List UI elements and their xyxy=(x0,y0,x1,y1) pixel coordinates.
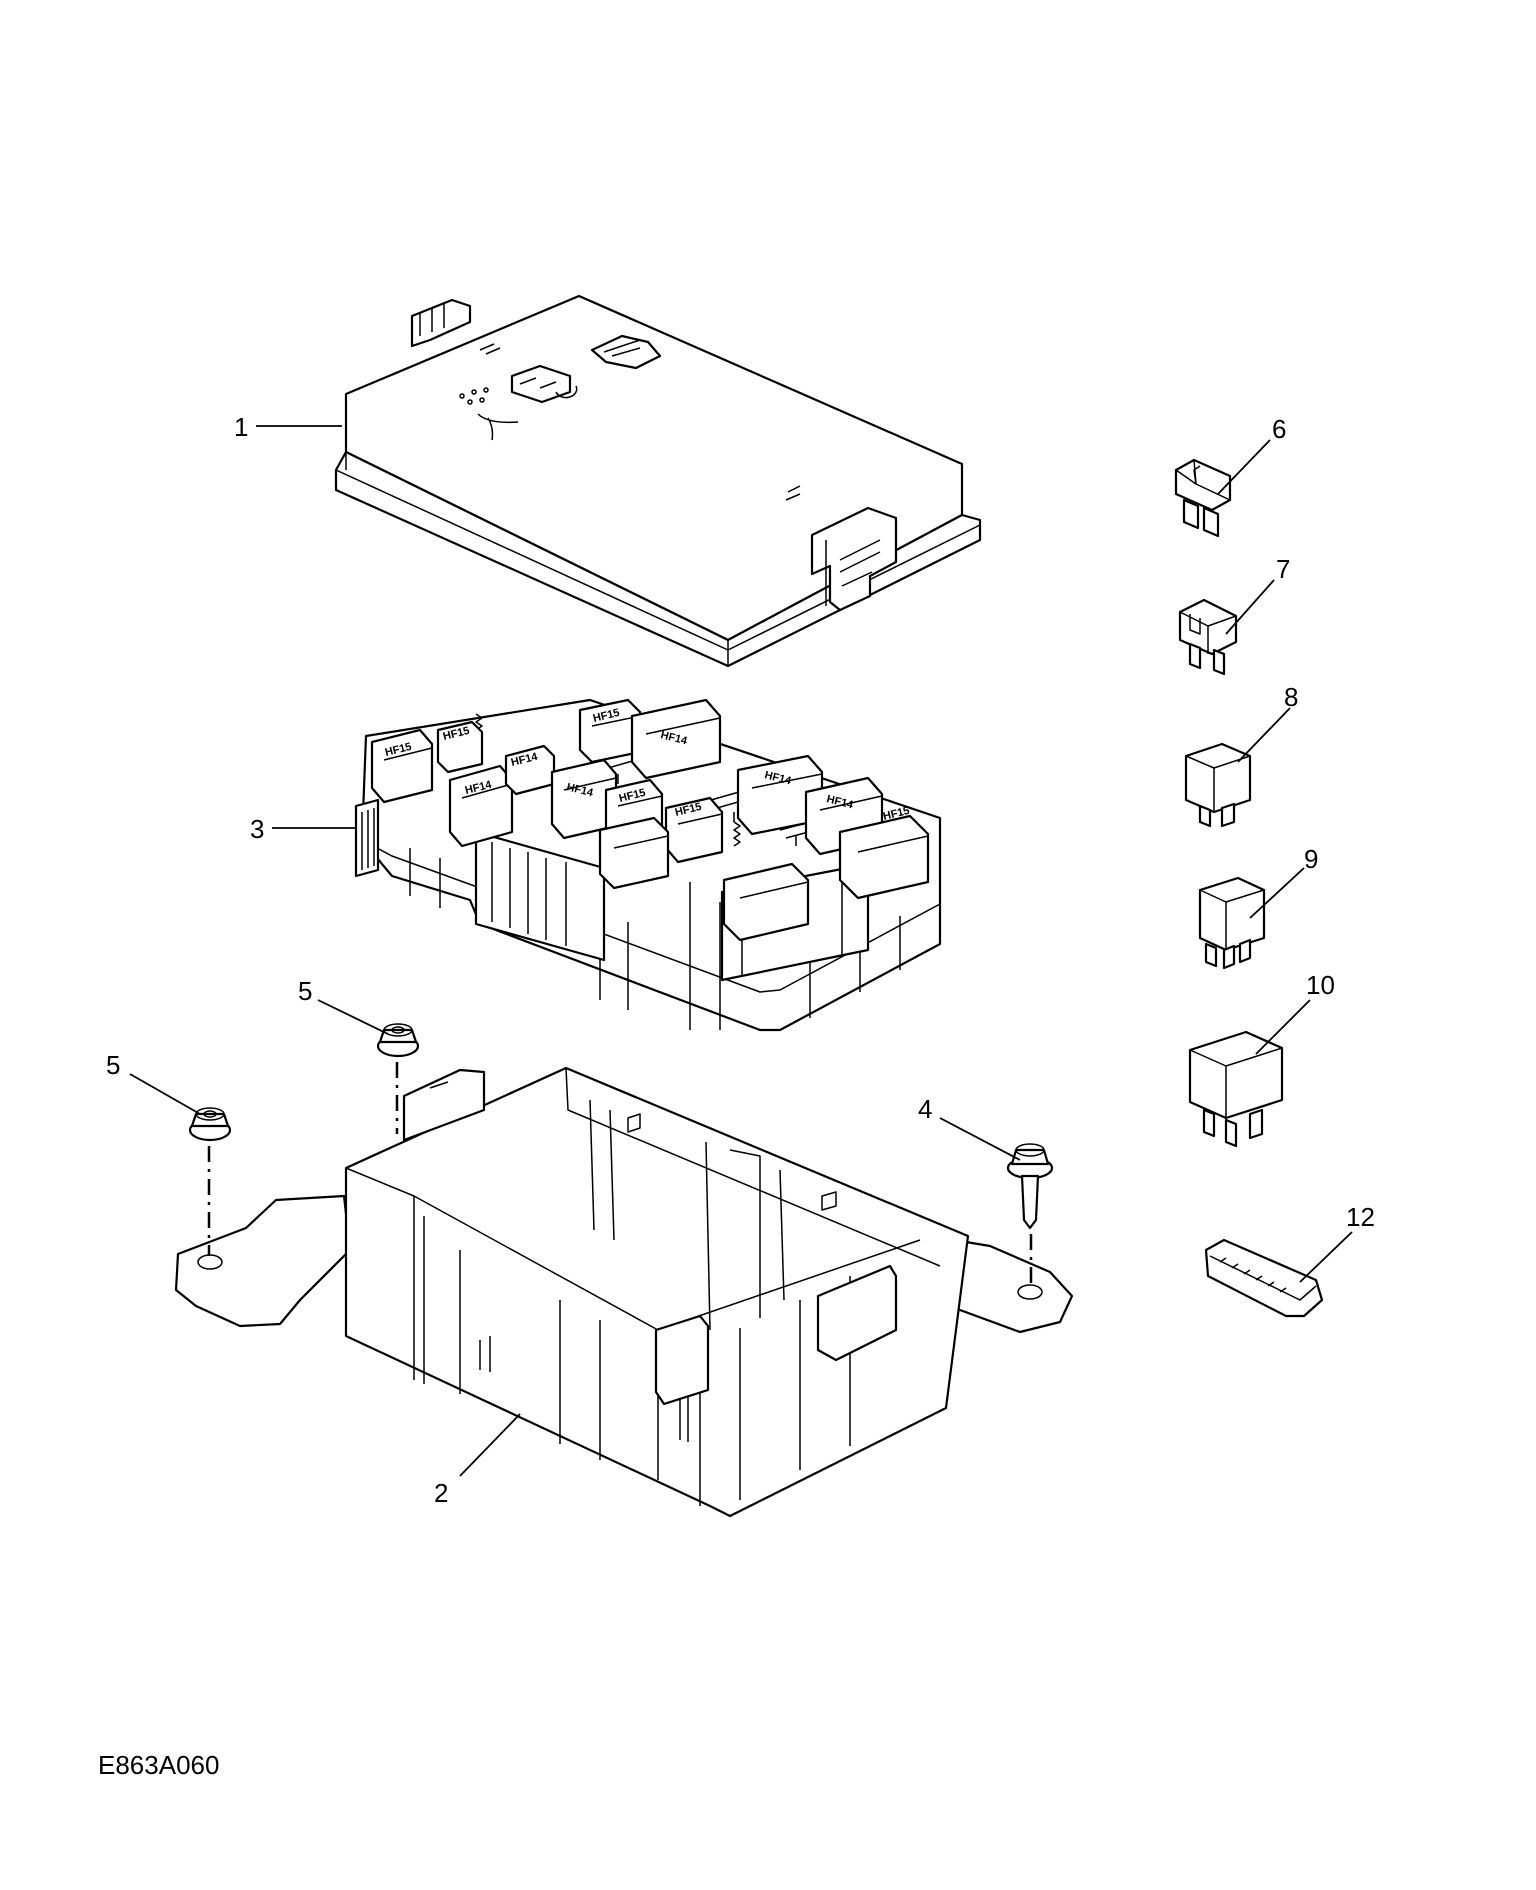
relay-module: HF14 xyxy=(504,744,556,796)
leader-line xyxy=(1255,999,1311,1055)
leader-line xyxy=(317,999,389,1035)
callout-12: 12 xyxy=(1346,1202,1375,1232)
relay-module: HF15 xyxy=(664,796,724,864)
part-7-mini-relay xyxy=(1178,598,1238,676)
relay-module xyxy=(722,862,810,942)
leader-line xyxy=(1249,867,1305,919)
relay-module: HF15 xyxy=(436,720,484,774)
part-1-fuse-box-cover xyxy=(334,294,982,668)
part-5-flange-nut-upper xyxy=(376,1023,420,1058)
relay-module: HF14 xyxy=(630,698,722,780)
callout-9: 9 xyxy=(1304,844,1318,874)
relay-module: HF14 xyxy=(736,754,824,836)
leader-line xyxy=(939,1117,1021,1161)
callout-3: 3 xyxy=(250,814,264,844)
callout-2: 2 xyxy=(434,1478,448,1508)
drawing-id: E863A060 xyxy=(98,1750,219,1780)
part-9-relay xyxy=(1198,876,1266,970)
callout-4: 4 xyxy=(918,1094,932,1124)
callout-5-lower: 5 xyxy=(106,1050,120,1080)
part-4-flange-bolt xyxy=(1006,1143,1054,1230)
part-10-relay xyxy=(1188,1030,1284,1148)
part-3-fuse-relay-carrier: HF15 HF15 HF14 HF14 HF15 HF14 HF14 xyxy=(354,698,942,1032)
part-2-lower-housing xyxy=(174,1066,1074,1518)
callout-5-upper: 5 xyxy=(298,976,312,1006)
leader-line xyxy=(1225,579,1275,635)
leader-line xyxy=(459,1413,521,1477)
relay-module: HF15 xyxy=(838,805,930,900)
relay-module: HF15 xyxy=(370,728,434,804)
part-12-fuse-puller xyxy=(1204,1238,1324,1318)
leader-line xyxy=(1217,439,1271,495)
callout-10: 10 xyxy=(1306,970,1335,1000)
callout-8: 8 xyxy=(1284,682,1298,712)
leader-line xyxy=(129,1073,201,1115)
part-8-relay xyxy=(1184,742,1252,828)
callout-6: 6 xyxy=(1272,414,1286,444)
callout-7: 7 xyxy=(1276,554,1290,584)
leader-line xyxy=(1237,707,1291,763)
callout-1: 1 xyxy=(234,412,248,442)
relay-module xyxy=(598,816,670,890)
part-5-flange-nut-lower xyxy=(188,1107,232,1142)
part-6-blade-fuse xyxy=(1174,458,1232,538)
relay-module: HF14 xyxy=(448,764,514,848)
leader-line xyxy=(1299,1231,1353,1283)
